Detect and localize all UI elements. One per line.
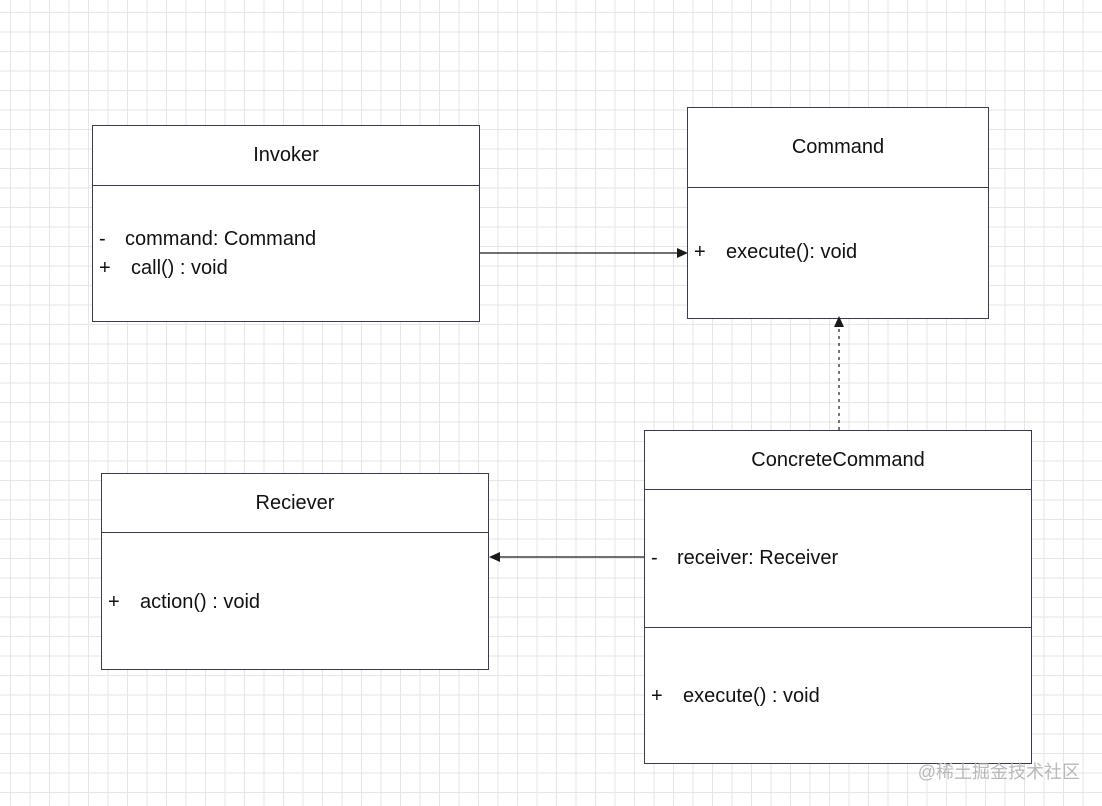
concrete-command-class-name: ConcreteCommand <box>751 448 925 471</box>
invoker-attribute-command: - command: Command <box>99 228 316 251</box>
concrete-command-attribute-receiver: - receiver: Receiver <box>651 547 838 570</box>
visibility-public: + <box>99 257 111 279</box>
association-invoker-to-command <box>480 248 688 258</box>
reciever-method-action: + action() : void <box>108 591 260 614</box>
concrete-command-class[interactable]: ConcreteCommand - receiver: Receiver + e… <box>644 430 1032 764</box>
concrete-command-attributes-compartment <box>645 490 1031 628</box>
member-text: execute(): void <box>726 241 858 263</box>
command-class-name-compartment: Command <box>688 108 988 188</box>
concrete-command-class-name-compartment: ConcreteCommand <box>645 431 1031 490</box>
invoker-class-name: Invoker <box>253 144 319 166</box>
arrowhead-icon <box>489 552 500 562</box>
visibility-public: + <box>694 241 706 263</box>
command-class[interactable]: Command + execute(): void <box>687 107 989 319</box>
visibility-private: - <box>651 547 658 569</box>
reciever-class-name: Reciever <box>255 491 335 514</box>
member-text: command: Command <box>125 228 317 250</box>
member-text: action() : void <box>140 591 261 613</box>
member-text: execute() : void <box>683 685 820 707</box>
visibility-public: + <box>651 685 663 707</box>
arrowhead-icon <box>677 248 688 258</box>
visibility-private: - <box>99 228 106 250</box>
watermark: @稀土掘金技术社区 <box>917 762 1080 782</box>
command-method-execute: + execute(): void <box>694 241 857 264</box>
invoker-class[interactable]: Invoker - command: Command + call() : vo… <box>92 125 480 322</box>
reciever-class[interactable]: Reciever + action() : void <box>101 473 489 670</box>
command-class-name: Command <box>791 136 885 158</box>
arrowhead-icon <box>834 316 844 327</box>
concrete-command-method-execute: + execute() : void <box>651 685 820 708</box>
association-concrete-command-to-reciever <box>489 552 644 562</box>
invoker-class-name-compartment: Invoker <box>93 126 479 186</box>
reciever-class-name-compartment: Reciever <box>102 474 488 533</box>
realization-concrete-command-to-command <box>834 316 844 430</box>
visibility-public: + <box>108 591 120 613</box>
member-text: receiver: Receiver <box>677 547 839 569</box>
member-text: call() : void <box>131 257 228 279</box>
invoker-method-call: + call() : void <box>99 257 228 280</box>
